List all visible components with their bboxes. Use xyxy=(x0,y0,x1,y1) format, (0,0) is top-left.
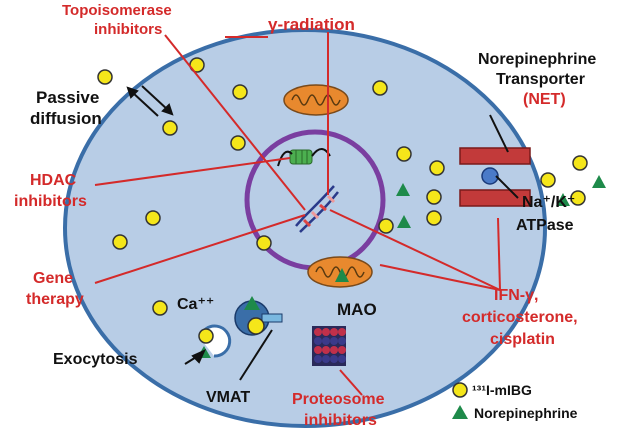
label-proteosome-2: inhibitors xyxy=(304,412,377,429)
label-ifn-1: IFN-γ, xyxy=(494,287,538,304)
label-gene-1: Gene xyxy=(33,270,73,287)
label-exocytosis: Exocytosis xyxy=(53,351,138,368)
mitochondrion-mao xyxy=(307,256,373,288)
proteosome-icon xyxy=(312,326,346,366)
label-hdac-2: inhibitors xyxy=(14,193,87,210)
label-ifn-3: cisplatin xyxy=(490,331,555,348)
mitochondrion-top xyxy=(283,84,349,116)
net-transporter xyxy=(459,147,531,207)
histone-icon xyxy=(277,148,331,167)
label-net-3: (NET) xyxy=(523,91,566,108)
label-ifn-2: corticosterone, xyxy=(462,309,578,326)
red-pointer-lines xyxy=(94,32,501,396)
ne-triangle-in-mao xyxy=(335,268,349,282)
legend-mibg-icon xyxy=(452,382,468,398)
legend: ¹³¹I-mIBG Norepinephrine xyxy=(452,382,578,421)
mibg-molecules xyxy=(97,57,588,316)
label-atpase: ATPase xyxy=(516,217,574,234)
label-topoisomerase-2: inhibitors xyxy=(94,21,162,38)
label-topoisomerase-1: Topoisomerase xyxy=(62,2,172,19)
label-mao: MAO xyxy=(337,300,377,319)
label-passive-2: diffusion xyxy=(30,109,102,128)
label-hdac-1: HDAC xyxy=(30,172,77,189)
legend-ne-label: Norepinephrine xyxy=(474,405,578,421)
passive-diffusion-arrows xyxy=(126,85,174,117)
norepinephrine-molecules xyxy=(396,175,606,228)
label-vmat: VMAT xyxy=(206,389,250,406)
label-na-k: Na⁺/K⁺ xyxy=(522,194,575,211)
legend-ne-icon xyxy=(452,405,468,419)
dna-helix-icon xyxy=(295,185,339,233)
black-pointer-lines xyxy=(184,114,519,381)
label-gene-2: therapy xyxy=(26,291,84,308)
label-ca: Ca⁺⁺ xyxy=(177,296,214,313)
label-gamma-radiation: γ-radiation xyxy=(268,15,355,34)
label-net-1: Norepinephrine xyxy=(478,51,596,68)
vmat-vesicle xyxy=(234,296,283,336)
na-k-atpase-pump xyxy=(481,167,499,185)
label-proteosome-1: Proteosome xyxy=(292,391,385,408)
legend-mibg-label: ¹³¹I-mIBG xyxy=(472,382,532,398)
label-passive-1: Passive xyxy=(36,88,99,107)
label-net-2: Transporter xyxy=(496,71,585,88)
